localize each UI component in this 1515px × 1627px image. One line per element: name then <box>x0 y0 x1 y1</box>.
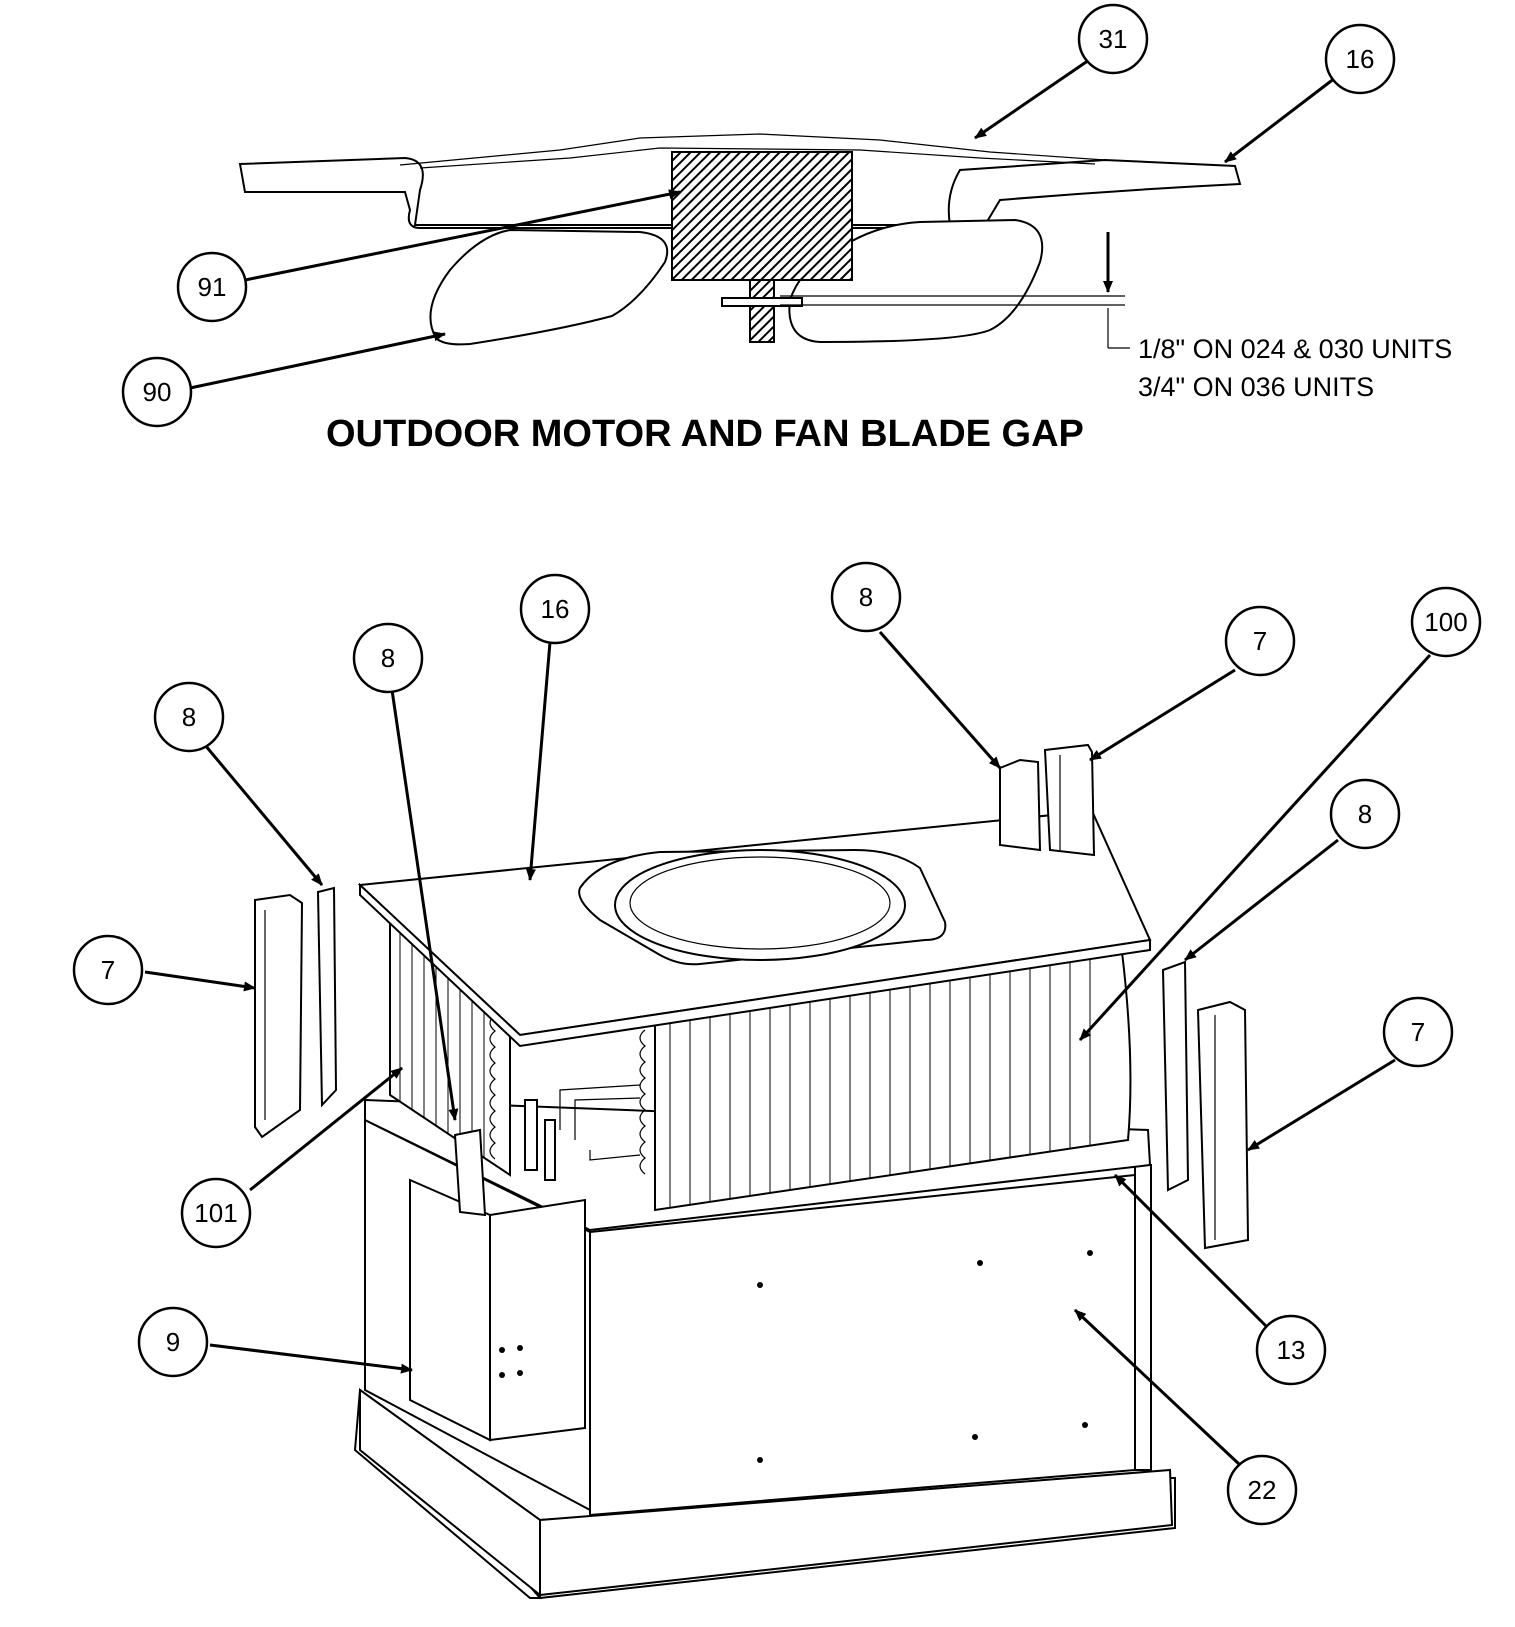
corner-panel-8-top <box>999 758 1042 852</box>
leader-7-right <box>1247 1058 1396 1152</box>
callout-7-right: 7 <box>1382 996 1454 1068</box>
svg-text:7: 7 <box>1411 1017 1425 1047</box>
callout-9: 9 <box>137 1306 209 1378</box>
leader-90 <box>189 331 446 390</box>
svg-text:16: 16 <box>1346 44 1375 74</box>
corner-panels <box>254 743 1250 1250</box>
callout-100: 100 <box>1410 586 1482 658</box>
callout-8-left: 8 <box>153 681 225 753</box>
top-panel-section <box>238 156 1242 233</box>
callout-13: 13 <box>1255 1314 1327 1386</box>
unit-assembly <box>353 809 1176 1600</box>
callout-101: 101 <box>180 1177 252 1249</box>
control-box-front <box>489 1198 586 1442</box>
callout-8-top: 8 <box>830 561 902 633</box>
callout-22: 22 <box>1226 1454 1298 1526</box>
svg-text:101: 101 <box>194 1198 237 1228</box>
corner-post <box>1134 1164 1152 1471</box>
svg-text:91: 91 <box>198 272 227 302</box>
valve-bracket <box>453 1128 487 1217</box>
corner-panel-8-right <box>1161 960 1190 1192</box>
leader-7-top <box>1089 668 1236 762</box>
callout-16-main: 16 <box>519 573 591 645</box>
leader-8-left <box>203 744 324 886</box>
motor-shaft <box>749 279 775 343</box>
callout-16-top: 16 <box>1324 23 1396 95</box>
front-panel <box>589 1173 1136 1517</box>
top-panel-edge <box>359 882 1151 1048</box>
callout-90: 90 <box>121 356 193 428</box>
callout-31: 31 <box>1077 3 1149 75</box>
svg-text:9: 9 <box>166 1327 180 1357</box>
gap-note-line2: 3/4" ON 036 UNITS <box>1138 372 1374 402</box>
svg-text:8: 8 <box>859 582 873 612</box>
svg-text:8: 8 <box>182 702 196 732</box>
leader-101 <box>249 1066 403 1192</box>
fan-blade-left <box>429 228 669 346</box>
base-left <box>359 1388 541 1598</box>
svg-text:16: 16 <box>541 594 570 624</box>
callout-8-left-upper: 8 <box>352 622 424 694</box>
orifice-ring <box>614 849 906 961</box>
condenser-coil <box>654 950 1132 1212</box>
gap-note-line1: 1/8" ON 024 & 030 UNITS <box>1138 334 1452 364</box>
callout-7-right-upper: 7 <box>1224 605 1296 677</box>
corner-panel-7-left <box>254 893 304 1139</box>
detail-title: OUTDOOR MOTOR AND FAN BLADE GAP <box>326 413 1084 455</box>
svg-text:31: 31 <box>1099 24 1128 54</box>
svg-text:7: 7 <box>101 955 115 985</box>
panel-screws <box>757 1250 1093 1463</box>
fan-detail <box>238 133 1242 349</box>
leader-9 <box>209 1343 413 1374</box>
callout-8-right: 8 <box>1329 778 1401 850</box>
svg-text:100: 100 <box>1424 607 1467 637</box>
svg-text:8: 8 <box>381 643 395 673</box>
leader-16-top <box>1224 76 1336 164</box>
leader-8-right <box>1184 838 1339 962</box>
leader-91 <box>244 189 681 282</box>
coil-fins <box>669 957 1091 1208</box>
corner-panel-8-left <box>316 886 338 1108</box>
fan-guard <box>399 133 1106 166</box>
fan-motor <box>671 151 853 281</box>
orifice-inner <box>629 856 891 950</box>
svg-text:8: 8 <box>1358 799 1372 829</box>
leader-100 <box>1078 653 1432 1042</box>
callout-7-left: 7 <box>72 934 144 1006</box>
control-box-holes <box>499 1345 523 1378</box>
svg-text:7: 7 <box>1253 626 1267 656</box>
svg-text:22: 22 <box>1248 1475 1277 1505</box>
leader-8-top <box>878 631 1002 769</box>
control-box <box>409 1178 491 1442</box>
fan-guard-lower <box>419 147 1096 169</box>
leader-8-left-upper <box>390 689 459 1121</box>
svg-text:13: 13 <box>1277 1335 1306 1365</box>
svg-text:90: 90 <box>143 377 172 407</box>
fan-hub <box>721 297 803 307</box>
corner-panel-7-right <box>1196 1000 1250 1250</box>
leader-16-main <box>525 641 552 881</box>
leader-22 <box>1073 1308 1242 1467</box>
leader-13 <box>1113 1173 1270 1330</box>
coil-tubing <box>489 1014 646 1181</box>
corner-panel-7-top <box>1043 743 1096 857</box>
leader-31 <box>974 56 1093 140</box>
leader-7-left <box>144 970 256 992</box>
callout-91: 91 <box>176 251 248 323</box>
